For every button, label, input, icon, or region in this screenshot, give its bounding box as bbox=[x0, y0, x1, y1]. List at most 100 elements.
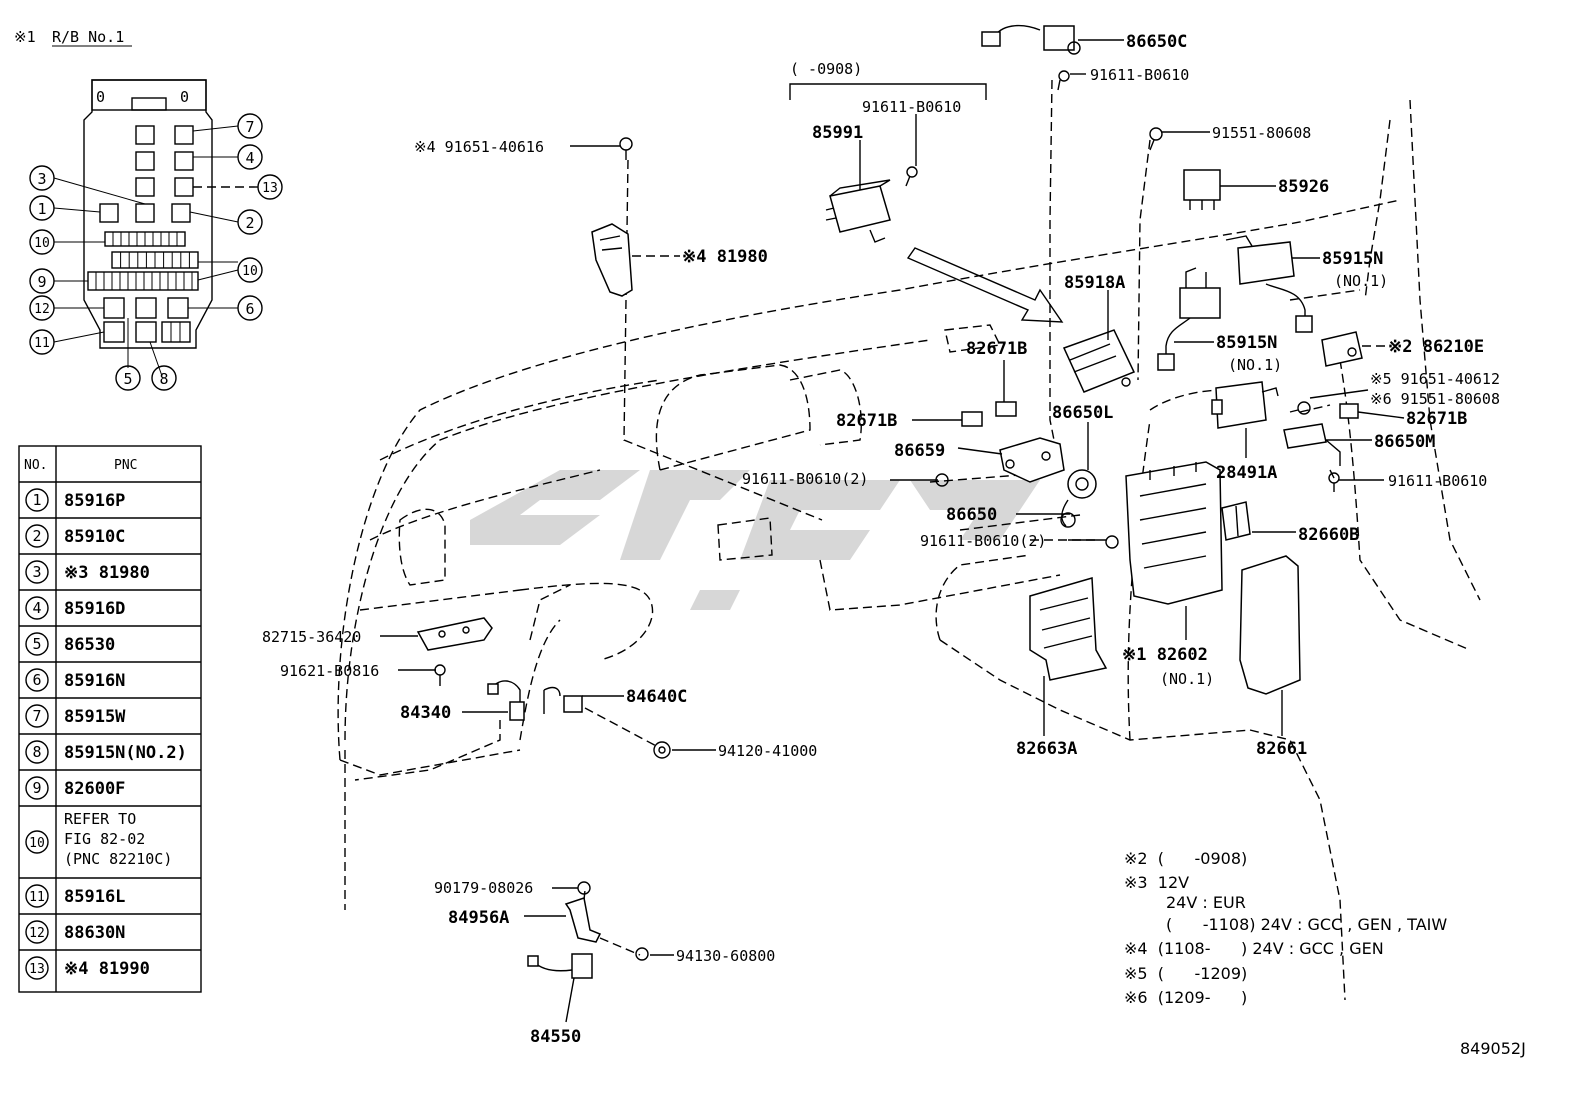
bolt-91551-80608 bbox=[1149, 127, 1163, 151]
row-number: 10 bbox=[29, 836, 45, 851]
row-number: 2 bbox=[32, 527, 41, 545]
label-85915n-lower: 85915N bbox=[1216, 333, 1277, 353]
header-marker: ※1 bbox=[14, 28, 36, 46]
callout-1: 1 bbox=[29, 195, 55, 221]
part-84550-sensor bbox=[527, 953, 593, 979]
callout-6: 6 bbox=[237, 295, 263, 321]
part-82660b bbox=[1221, 501, 1251, 541]
part-85915n-lower bbox=[1157, 267, 1221, 371]
pnc-table-col-pnc: PNC bbox=[114, 458, 137, 473]
part-86659-bracket bbox=[999, 437, 1065, 483]
label-84956a: 84956A bbox=[448, 908, 509, 928]
callout-2: 2 bbox=[237, 209, 263, 235]
part-82602-relay-block bbox=[1125, 461, 1223, 605]
part-84956a-bracket bbox=[564, 897, 602, 943]
nut-94130-60800 bbox=[635, 947, 649, 961]
label-28491a: 28491A bbox=[1216, 463, 1277, 483]
label-86650c: 86650C bbox=[1126, 32, 1187, 52]
part-82671b-pair bbox=[961, 401, 1359, 427]
bolt-91621-b0816 bbox=[434, 664, 446, 686]
note-3: ※3 12V bbox=[1124, 873, 1189, 892]
svg-text:8: 8 bbox=[159, 370, 168, 388]
direction-arrow bbox=[906, 247, 1064, 323]
label-85918a: 85918A bbox=[1064, 273, 1125, 293]
svg-text:1: 1 bbox=[37, 200, 46, 218]
row-pnc: 82600F bbox=[64, 779, 125, 799]
row-number: 7 bbox=[32, 707, 41, 725]
label-86650: 86650 bbox=[946, 505, 997, 525]
label-range-0908: ( -0908) bbox=[790, 60, 862, 78]
row-number-circle bbox=[25, 740, 49, 764]
label-82671b-top: 82671B bbox=[966, 339, 1027, 359]
svg-text:7: 7 bbox=[245, 118, 254, 136]
row-pnc: 88630N bbox=[64, 923, 125, 943]
nut-90179-08026 bbox=[577, 881, 591, 895]
label-84340: 84340 bbox=[400, 703, 451, 723]
row-number-circle bbox=[25, 830, 49, 854]
note-2: ※2 ( -0908) bbox=[1124, 849, 1247, 868]
label-no1-lower: (NO.1) bbox=[1228, 356, 1282, 374]
part-86650-horn bbox=[1060, 469, 1097, 528]
label-85991: 85991 bbox=[812, 123, 863, 143]
row-number-circle bbox=[25, 488, 49, 512]
label-82671b-right: 82671B bbox=[1406, 409, 1467, 429]
row-number: 12 bbox=[29, 926, 45, 941]
part-28491a bbox=[1211, 381, 1279, 429]
row-number-circle bbox=[25, 524, 49, 548]
label-no1-upper: (NO.1) bbox=[1334, 272, 1388, 290]
part-82661-cover bbox=[1239, 555, 1301, 695]
row-number-circle bbox=[25, 884, 49, 908]
callout-11: 11 bbox=[29, 329, 55, 355]
row-number: 5 bbox=[32, 635, 41, 653]
row-pnc: ※4 81990 bbox=[64, 959, 150, 979]
row-pnc: 85915W bbox=[64, 707, 126, 727]
part-84640c-switch bbox=[543, 686, 583, 714]
note-3-gcc: ( -1108) 24V : GCC , GEN , TAIW bbox=[1166, 915, 1447, 934]
part-84340-switch bbox=[487, 680, 525, 721]
callout-9: 9 bbox=[29, 268, 55, 294]
notes: ※2 ( -0908) ※3 12V 24V : EUR ( -1108) 24… bbox=[1124, 849, 1447, 1007]
row-number: 6 bbox=[32, 671, 41, 689]
pnc-table-col-no: NO. bbox=[24, 458, 47, 473]
part-81980 bbox=[591, 223, 633, 297]
part-85918a bbox=[1062, 329, 1136, 393]
label-91611-b0610-c: 91611-B0610 bbox=[1388, 472, 1487, 490]
bolt-91651-40616 bbox=[619, 137, 633, 160]
part-85915n-upper bbox=[1225, 235, 1313, 333]
row-pnc: ※3 81980 bbox=[64, 563, 150, 583]
svg-text:10: 10 bbox=[242, 264, 258, 279]
note-6: ※6 (1209- ) bbox=[1124, 988, 1247, 1007]
table-row: 3※3 81980 bbox=[19, 560, 201, 591]
header-title: R/B No.1 bbox=[52, 28, 124, 46]
bolt-91611-right bbox=[1328, 472, 1340, 492]
bracket-range bbox=[789, 83, 987, 100]
callout-10-left: 10 bbox=[29, 229, 55, 255]
label-81980: ※4 81980 bbox=[682, 247, 768, 267]
row-number-circle bbox=[25, 920, 49, 944]
callout-10-right: 10 bbox=[237, 257, 263, 283]
label-86650l: 86650L bbox=[1052, 403, 1113, 423]
row-pnc: 85916L bbox=[64, 887, 125, 907]
label-82715-36420: 82715-36420 bbox=[262, 628, 361, 646]
note-3-eur: 24V : EUR bbox=[1166, 893, 1246, 912]
label-82671b-left: 82671B bbox=[836, 411, 897, 431]
dashboard-outline bbox=[337, 99, 1481, 1001]
svg-text:6: 6 bbox=[245, 300, 254, 318]
row-pnc: 85915N(NO.2) bbox=[64, 743, 187, 763]
row-number: 13 bbox=[29, 962, 45, 977]
row-number: 4 bbox=[32, 599, 41, 617]
relay-top-mark-left: 0 bbox=[96, 88, 105, 106]
label-leaders bbox=[380, 39, 1405, 1023]
diagram-code: 849052J bbox=[1460, 1039, 1526, 1058]
note-4: ※4 (1108- ) 24V : GCC , GEN bbox=[1124, 939, 1384, 958]
svg-text:9: 9 bbox=[37, 273, 46, 291]
svg-text:11: 11 bbox=[34, 336, 50, 351]
callout-12: 12 bbox=[29, 295, 55, 321]
label-91551-80608-b: ※6 91551-80608 bbox=[1370, 390, 1500, 408]
nut-94120-41000 bbox=[653, 741, 671, 759]
